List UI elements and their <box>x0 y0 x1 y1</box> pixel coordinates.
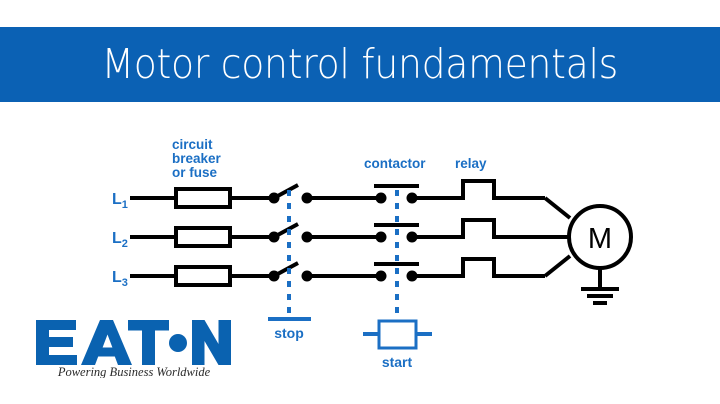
title-banner: Motor control fundamentals <box>0 27 720 102</box>
label-relay: relay <box>455 156 487 171</box>
stop-label: stop <box>274 325 304 341</box>
overload-relay-l3 <box>412 257 545 278</box>
logo-letter-n <box>192 320 231 365</box>
eaton-logo: Powering Business Worldwide <box>34 316 234 378</box>
power-line-l2: L2 <box>112 218 570 250</box>
start-label: start <box>382 354 413 370</box>
power-line-l1: L1 <box>112 179 572 220</box>
contactor-terminal-left-l1 <box>375 192 387 204</box>
page-title: Motor control fundamentals <box>101 40 619 88</box>
fuse-l1 <box>174 187 232 209</box>
label-circuit-breaker-or-fuse: circuit breaker or fuse <box>172 137 222 180</box>
start-control[interactable]: start <box>363 190 432 370</box>
logo-letter-a <box>81 320 132 365</box>
start-coil-box <box>377 319 418 350</box>
overload-relay-l2 <box>412 218 545 239</box>
motor-symbol: M <box>567 204 633 305</box>
switch-blade-l1 <box>273 183 299 200</box>
logo-letter-t <box>128 320 169 365</box>
logo-dot <box>169 334 187 352</box>
fuse-l2 <box>174 226 232 248</box>
motor-control-diagram: circuit breaker or fuse contactor relay … <box>0 102 720 404</box>
breaker-label-line-1: circuit <box>172 137 213 152</box>
switch-blade-l3 <box>273 261 299 278</box>
line-label-l3: L3 <box>112 269 128 289</box>
overload-relay-l1 <box>412 179 545 200</box>
logo-tagline: Powering Business Worldwide <box>57 365 211 378</box>
logo-letter-e <box>36 320 77 365</box>
breaker-label-line-3: or fuse <box>172 165 218 180</box>
power-line-l3: L3 <box>112 254 572 289</box>
motor-letter: M <box>588 223 612 255</box>
fuse-l3 <box>174 265 232 287</box>
eaton-wordmark <box>36 320 231 365</box>
switch-blade-l2 <box>273 222 299 239</box>
line-label-l1: L1 <box>112 191 128 211</box>
label-contactor: contactor <box>364 156 426 171</box>
breaker-label-line-2: breaker <box>172 151 222 166</box>
line-label-l2: L2 <box>112 230 128 250</box>
contactor-terminal-left-l3 <box>375 270 387 282</box>
stop-control[interactable]: stop <box>268 190 311 341</box>
contactor-terminal-left-l2 <box>375 231 387 243</box>
